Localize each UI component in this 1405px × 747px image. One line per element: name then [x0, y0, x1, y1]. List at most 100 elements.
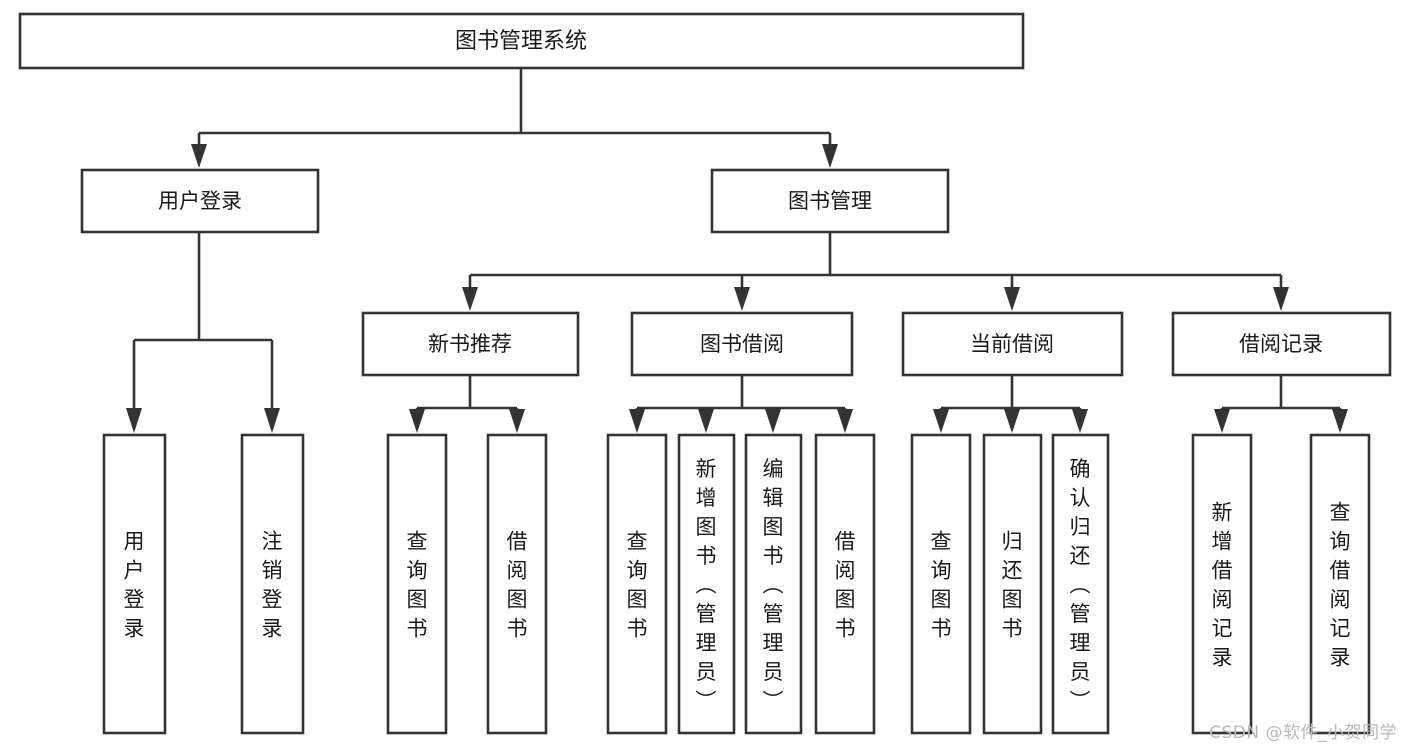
- node-borrow-record-box[interactable]: [1171, 311, 1392, 377]
- svg-text:理: 理: [1070, 631, 1091, 655]
- leaf-add-book-box[interactable]: [677, 433, 736, 735]
- svg-text:图: 图: [1002, 588, 1023, 612]
- leaf-edit-book-box[interactable]: [744, 433, 803, 735]
- svg-text:（: （: [693, 574, 717, 595]
- leaf-query-book-2-box[interactable]: [606, 433, 668, 735]
- arrow-head-borrow-record: [1273, 287, 1289, 311]
- leaf-user-login-box[interactable]: [102, 433, 167, 735]
- svg-text:确: 确: [1070, 457, 1091, 481]
- svg-text:登: 登: [124, 588, 145, 612]
- leaf-add-record-box[interactable]: [1191, 433, 1253, 735]
- node-book-manage-box[interactable]: [710, 168, 950, 234]
- leaf-query-book-3-box[interactable]: [910, 433, 972, 735]
- svg-text:查: 查: [931, 530, 952, 554]
- svg-text:认: 认: [1070, 486, 1091, 510]
- svg-text:借: 借: [1330, 559, 1351, 583]
- svg-text:员: 员: [763, 660, 784, 684]
- svg-text:借: 借: [507, 530, 528, 554]
- leaf-query-record-box[interactable]: [1309, 433, 1371, 735]
- node-new-book-recommend[interactable]: 新书推荐: [361, 311, 580, 377]
- svg-text:辑: 辑: [763, 486, 784, 510]
- svg-text:图: 图: [931, 588, 952, 612]
- svg-text:询: 询: [931, 559, 952, 583]
- svg-text:询: 询: [1330, 530, 1351, 554]
- svg-text:注: 注: [262, 530, 283, 554]
- svg-text:询: 询: [627, 559, 648, 583]
- leaf-query-book-1-box[interactable]: [386, 433, 448, 735]
- node-new-book-recommend-label: 新书推荐: [428, 332, 512, 356]
- svg-text:）: ）: [760, 690, 784, 711]
- svg-text:理: 理: [696, 631, 717, 655]
- node-user-login-box[interactable]: [80, 168, 320, 234]
- svg-text:阅: 阅: [507, 559, 528, 583]
- svg-text:）: ）: [1067, 690, 1091, 711]
- node-book-borrow[interactable]: 图书借阅: [630, 311, 854, 377]
- node-book-manage-label: 图书管理: [788, 189, 872, 213]
- node-user-login-label: 用户登录: [158, 189, 242, 213]
- svg-text:还: 还: [1002, 559, 1023, 583]
- leaf-user-login-label: 用户登录: [124, 530, 145, 641]
- svg-text:书: 书: [763, 544, 784, 568]
- svg-text:书: 书: [696, 544, 717, 568]
- node-book-borrow-box[interactable]: [630, 311, 854, 377]
- svg-text:书: 书: [1002, 617, 1023, 641]
- arrow-head-book-manage: [822, 144, 838, 168]
- leaf-borrow-book-2-box[interactable]: [814, 433, 876, 735]
- svg-text:图: 图: [835, 588, 856, 612]
- node-current-borrow-label: 当前借阅: [970, 332, 1054, 356]
- svg-text:图: 图: [696, 515, 717, 539]
- leaf-confirm-return-box[interactable]: [1051, 433, 1110, 735]
- node-current-borrow[interactable]: 当前借阅: [901, 311, 1124, 377]
- leaf-node-user-login[interactable]: 用户登录: [102, 433, 167, 735]
- svg-text:借: 借: [835, 530, 856, 554]
- svg-text:阅: 阅: [1330, 588, 1351, 612]
- svg-text:录: 录: [1212, 646, 1233, 670]
- node-root[interactable]: 图书管理系统: [18, 12, 1025, 70]
- svg-text:记: 记: [1212, 617, 1233, 641]
- svg-text:员: 员: [1070, 660, 1091, 684]
- svg-text:图: 图: [763, 515, 784, 539]
- leaf-logout-box[interactable]: [240, 433, 305, 735]
- svg-text:管: 管: [763, 602, 784, 626]
- leaf-return-book-box[interactable]: [982, 433, 1043, 735]
- arrow-head-user-login: [191, 144, 207, 168]
- svg-text:新: 新: [696, 457, 717, 481]
- svg-text:归: 归: [1070, 515, 1091, 539]
- node-borrow-record[interactable]: 借阅记录: [1171, 311, 1392, 377]
- node-root-box[interactable]: [18, 12, 1025, 70]
- node-user-login[interactable]: 用户登录: [80, 168, 320, 234]
- arrow-head-leaf-query-book-2: [629, 409, 645, 433]
- svg-text:查: 查: [627, 530, 648, 554]
- node-book-manage[interactable]: 图书管理: [710, 168, 950, 234]
- svg-text:图: 图: [407, 588, 428, 612]
- node-current-borrow-box[interactable]: [901, 311, 1124, 377]
- svg-text:录: 录: [124, 617, 145, 641]
- leaf-borrow-book-1-box[interactable]: [486, 433, 548, 735]
- svg-text:（: （: [760, 574, 784, 595]
- arrow-head-leaf-add-book: [698, 409, 714, 433]
- arrow-head-leaf-return-book: [1004, 409, 1020, 433]
- svg-text:书: 书: [835, 617, 856, 641]
- node-new-book-recommend-box[interactable]: [361, 311, 580, 377]
- svg-text:销: 销: [262, 559, 283, 583]
